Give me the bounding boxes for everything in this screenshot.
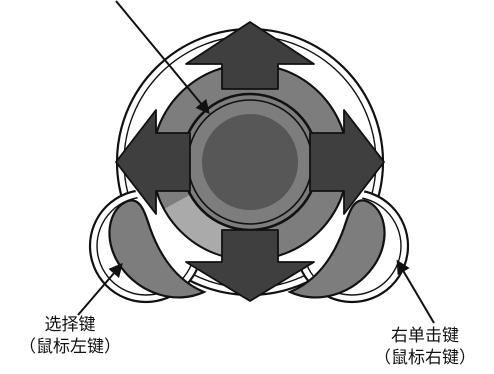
select-key-subtitle: （鼠标左键） (19, 337, 121, 357)
directional-pad (151, 63, 349, 261)
arrow-up-icon[interactable] (185, 21, 315, 90)
center-button[interactable] (202, 114, 298, 210)
left-pointer-line (77, 262, 123, 316)
arrow-right-icon[interactable] (309, 109, 385, 215)
right-pointer-line (396, 259, 435, 324)
top-pointer-line (115, 0, 210, 115)
right-click-key-subtitle: （鼠标右键） (374, 348, 476, 368)
right-click-key-title: 右单击键 (391, 326, 459, 346)
select-key-title: 选择键 (44, 315, 96, 335)
arrow-down-icon[interactable] (185, 229, 315, 302)
right-click-button[interactable] (287, 199, 386, 299)
select-key-label: 选择键 （鼠标左键） (0, 314, 140, 358)
arrow-left-icon[interactable] (115, 109, 191, 215)
right-click-key-label: 右单击键 （鼠标右键） (356, 325, 494, 369)
left-select-button[interactable] (108, 199, 207, 299)
